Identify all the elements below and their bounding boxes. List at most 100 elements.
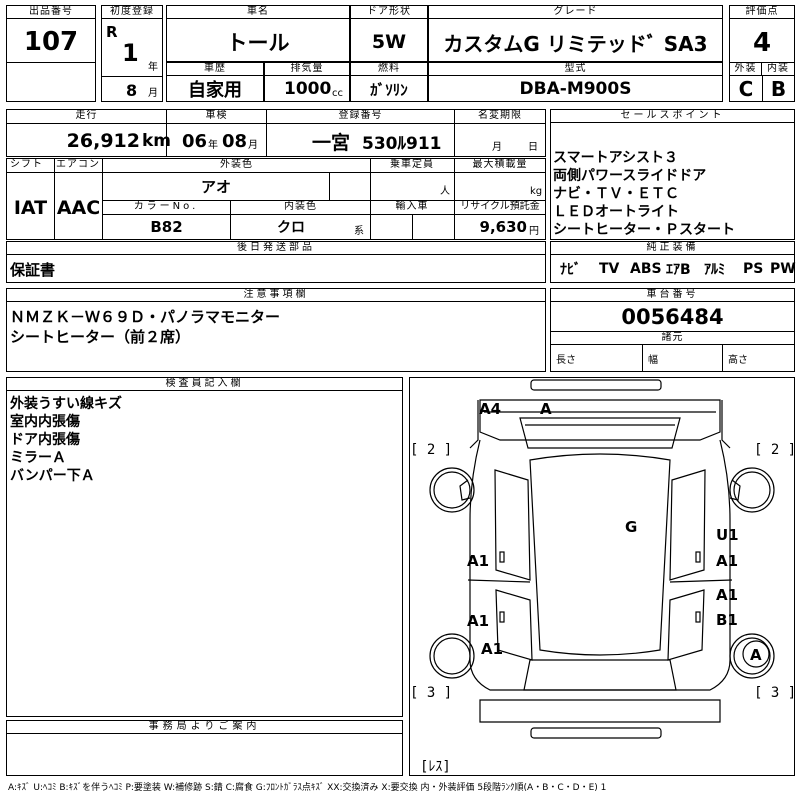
equipment-item: PS [743,261,764,277]
recycle-unit: 円 [529,226,539,237]
int-color: クロ [277,220,305,236]
mark-a1-r2: A1 [716,586,738,604]
legend: A:ｷｽﾞ U:ﾍｺﾐ B:ｷｽﾞを伴うﾍｺﾐ P:要塗装 W:補修跡 S:錆 … [8,783,607,793]
sales-box [550,109,795,240]
inspection-month-unit: 月 [248,140,258,151]
plate-number: 530ﾙ911 [362,133,442,154]
notes-label: 注意事項欄 [7,289,545,302]
int-label: 内装 [762,63,794,76]
history-label: 車歴 [167,63,263,76]
diagram-box [409,377,795,776]
mark-a4: A4 [479,400,501,418]
nc-day-unit: 日 [528,142,538,153]
mark-a-front: A [540,400,552,418]
wheels [429,467,775,679]
mark-a-wheel: A [750,646,762,664]
mileage-unit: km [142,131,172,151]
spec-width: 幅 [648,355,658,366]
inspection-label: 車検 [167,110,266,122]
ac-label: エアコン [55,159,101,171]
first-reg-label: 初度登録 [102,6,162,19]
inspector-box [6,377,403,717]
sales-item: ＬＥＤオートライト [553,204,679,220]
spare-tire: [ﾚｽ] [420,759,451,775]
int-color-suffix: 系 [354,226,364,237]
reg-divider [102,76,162,77]
color-no: B82 [150,218,183,236]
model-label: 型式 [429,63,722,76]
spec-height: 高さ [728,355,748,366]
reg-year: 1 [122,39,139,67]
int-grade: B [770,77,787,101]
ext-grade: C [738,77,754,101]
shift-label: シフト [7,159,53,171]
int-color-label: 内装色 [231,201,370,213]
sales-item: 両側パワースライドドア [553,168,707,184]
grade-label: グレード [429,6,722,19]
car-name: トール [226,31,290,55]
ac: AAC [56,197,101,219]
later-parts: 保証書 [10,260,56,279]
lot-box [6,5,96,102]
lot-number: 107 [23,27,79,57]
color: アオ [200,177,231,196]
inspector-line: ドア内張傷 [10,432,80,448]
color-label: 外装色 [103,159,370,171]
notes-line: ＮＭＺＫ－Ｗ６９Ｄ・パノラマモニター [10,308,281,326]
door-label: ドア形状 [351,6,427,19]
reg-month-unit: 月 [148,88,158,99]
load-label: 最大積載量 [455,159,545,171]
ext-label: 外装 [730,63,762,76]
displacement-label: 排気量 [265,63,349,76]
score-divider [730,62,794,63]
score: 4 [752,28,772,58]
spec-length: 長さ [556,355,576,366]
equipment-item: ﾅﾋﾞ [560,262,581,278]
chassis-number: 0056484 [621,305,724,329]
mark-b1: B1 [716,611,738,629]
capacity-unit: 人 [440,186,450,197]
equipment-item: ｴｱB [666,262,691,278]
model: DBA-M900S [519,79,632,99]
displacement-unit: cc [332,88,343,99]
row2-header-line [7,123,545,124]
tire-rear-right: [ 3 ] [754,685,796,701]
load-unit: kg [530,186,543,197]
mark-a1-l2: A1 [467,612,489,630]
sales-item: スマートアシスト３ [553,150,679,166]
tire-front-left: [ 2 ] [410,442,452,458]
sales-item: ナビ・ＴＶ・ＥＴＣ [553,186,679,202]
specs-label: 諸元 [551,331,794,345]
capacity-label: 乗車定員 [371,159,453,171]
mark-a1-l3: A1 [481,640,503,658]
row3-box [6,158,546,240]
reg-month: 8 [126,80,138,100]
inspection-year: 06 [182,130,208,152]
inspector-line: バンパー下Ａ [10,468,95,484]
grade: カスタムG リミテッドﾞ SA3 [443,31,708,56]
notes-line: シートヒーター（前２席） [10,328,191,346]
equipment-item: ｱﾙﾐ [704,262,725,278]
recycle: 9,630 [479,218,527,236]
tire-front-right: [ 2 ] [754,442,796,458]
color-no-label: カラーNo. [103,201,229,213]
name-label: 車名 [167,6,349,19]
car-outline [459,379,741,739]
inspector-line: ミラーＡ [10,450,66,466]
damage-marks: A4 A G U1 A1 A1 B1 A1 A1 A1 A [467,400,762,664]
office-label: 事務局よりご案内 [7,721,402,734]
mark-u1: U1 [716,526,739,544]
door-type: 5W [371,31,407,53]
inspection-year-unit: 年 [208,140,218,151]
inspector-label: 検査員記入欄 [7,378,402,391]
mark-a1-r1: A1 [716,552,738,570]
chassis-box [550,288,795,372]
displacement: 1000 [284,79,332,99]
recycle-label: リサイクル預託金 [455,201,545,213]
mark-a1-l1: A1 [467,552,489,570]
plate-area: 一宮 [312,131,351,154]
notes-box [6,288,546,372]
history: 自家用 [188,80,242,101]
lot-label: 出品番号 [7,6,95,19]
tire-marks: [ 2 ] [ 2 ] [ 3 ] [ 3 ] [ﾚｽ] [410,442,796,775]
